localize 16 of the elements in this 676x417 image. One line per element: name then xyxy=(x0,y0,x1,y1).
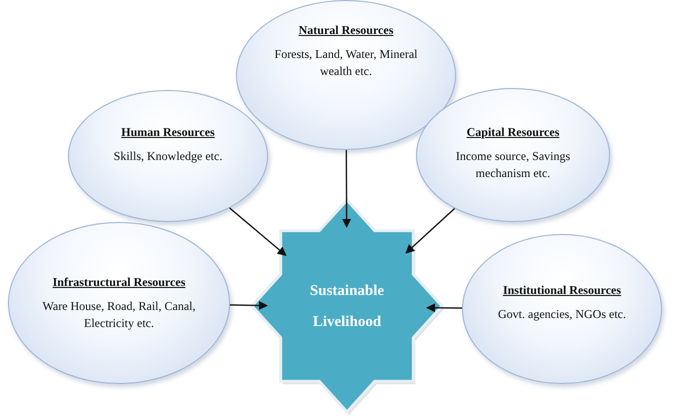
arrow xyxy=(342,150,352,228)
resource-description: Forests, Land, Water, Mineral wealth etc. xyxy=(274,46,418,80)
resource-description: Income source, Savings mechanism etc. xyxy=(454,148,572,182)
arrow xyxy=(426,303,462,312)
arrow xyxy=(405,208,456,254)
resource-heading: Human Resources xyxy=(121,125,215,140)
center-label: Sustainable Livelihood xyxy=(308,282,386,332)
resource-description: Ware House, Road, Rail, Canal, Electricity etc. xyxy=(42,298,196,332)
resource-description: Govt. agencies, NGOs etc. xyxy=(498,306,626,323)
arrow xyxy=(229,207,287,256)
resource-description: Skills, Knowledge etc. xyxy=(114,148,222,165)
resource-heading: Capital Resources xyxy=(466,125,560,140)
resource-heading: Natural Resources xyxy=(298,23,394,38)
resource-heading: Institutional Resources xyxy=(502,283,622,298)
arrow xyxy=(230,300,268,310)
resource-heading: Infrastructural Resources xyxy=(52,275,186,290)
